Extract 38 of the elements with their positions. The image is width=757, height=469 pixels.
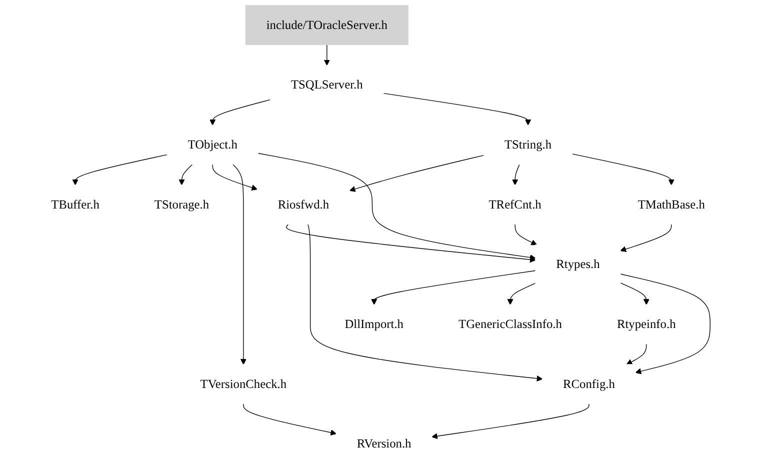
node-text: TBuffer.h <box>52 197 100 212</box>
node-text: TGenericClassInfo.h <box>458 317 562 331</box>
node-text: DllImport.h <box>345 317 404 331</box>
arrow <box>620 282 650 305</box>
node-text: TObject.h <box>188 138 238 152</box>
arrow <box>244 403 337 436</box>
arrow <box>626 343 648 365</box>
node-text: TMathBase.h <box>638 197 706 212</box>
arrow <box>308 224 544 382</box>
arrow <box>508 282 536 305</box>
arrow <box>572 154 675 186</box>
node-text: Rtypes.h <box>556 257 600 271</box>
node-text: Rtypeinfo.h <box>617 317 676 331</box>
arrow <box>620 274 711 374</box>
node-text: Riosfwd.h <box>278 197 330 212</box>
arrow <box>515 224 538 246</box>
arrow <box>350 154 485 192</box>
arrow <box>620 224 672 252</box>
arrow <box>432 403 590 440</box>
arrow <box>179 164 194 186</box>
node-text: TString.h <box>504 138 552 152</box>
node-text: RConfig.h <box>563 376 616 391</box>
arrow <box>324 44 330 66</box>
arrow <box>372 270 536 305</box>
node-text: TSQLServer.h <box>291 78 364 92</box>
arrow <box>512 164 520 186</box>
arrow <box>210 99 272 126</box>
arrow <box>258 152 536 260</box>
arrow <box>286 224 536 263</box>
node-text: TRefCnt.h <box>489 197 542 212</box>
arrow <box>232 164 247 365</box>
node-text: TStorage.h <box>154 197 210 212</box>
arrow <box>212 164 258 191</box>
node-text: TVersionCheck.h <box>200 376 288 391</box>
node-text: RVersion.h <box>357 436 412 450</box>
node-box: include/TOracleServer.h <box>246 5 409 46</box>
arrow <box>384 93 532 126</box>
arrow <box>72 154 168 186</box>
